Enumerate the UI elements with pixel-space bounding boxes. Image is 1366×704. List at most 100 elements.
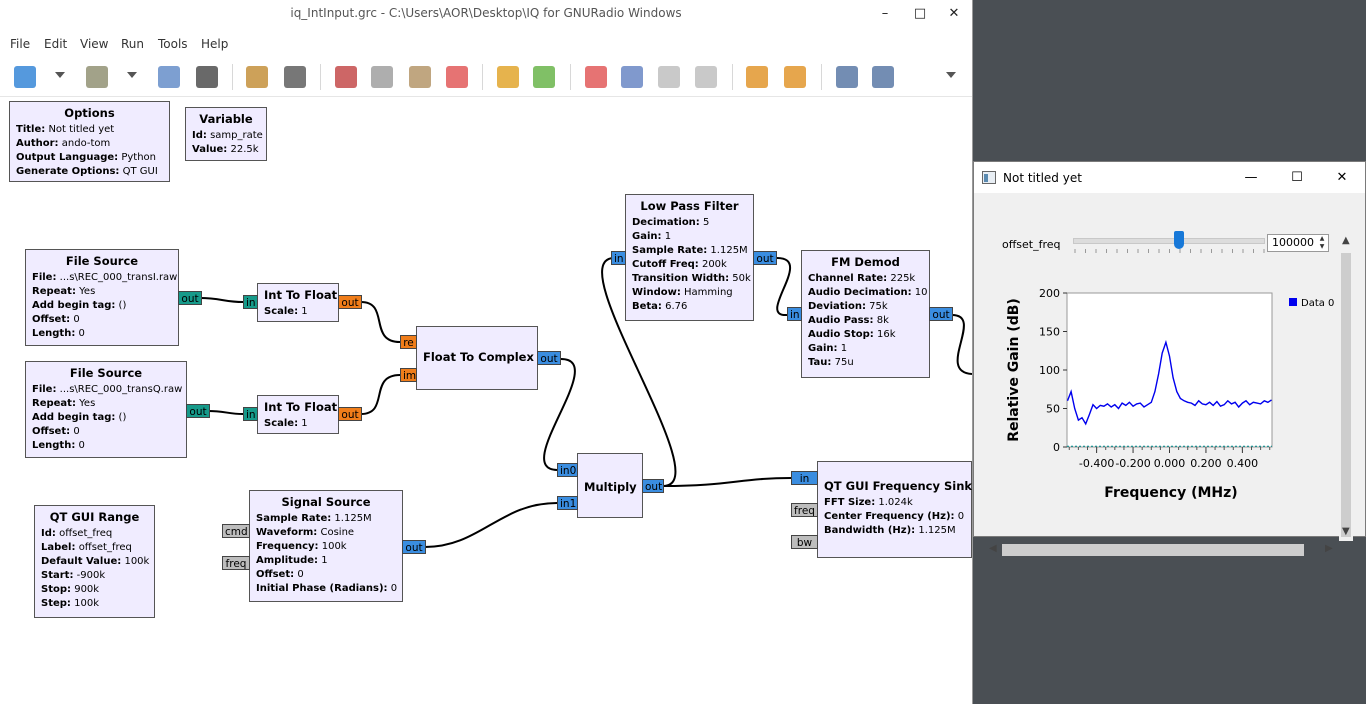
port-re[interactable]: re [400,335,417,349]
menu-view[interactable]: View [80,37,109,51]
block-param: Length: 0 [32,327,172,341]
menu-file[interactable]: File [10,37,31,51]
port-cmd[interactable]: cmd [222,524,250,538]
rotate-ccw-icon[interactable] [746,66,768,88]
port-in[interactable]: in [243,295,258,309]
port-out[interactable]: out [338,295,362,309]
block-param: Stop: 900k [41,583,148,597]
copy-icon[interactable] [371,66,393,88]
block-param: Scale: 1 [264,305,332,319]
window-title: iq_IntInput.grc - C:\Users\AOR\Desktop\I… [290,6,682,20]
port-in[interactable]: in [243,407,258,421]
param-value: 0 [957,511,965,522]
menu-help[interactable]: Help [201,37,229,51]
block-param: Add begin tag: () [32,411,180,425]
new-dropdown-icon[interactable] [55,72,65,78]
block-float-to-complex[interactable]: Float To Complex [416,326,538,390]
port-out[interactable]: out [338,407,362,421]
port-out[interactable]: out [186,404,210,418]
kill-icon[interactable] [695,66,717,88]
generate-icon[interactable] [621,66,643,88]
menu-run[interactable]: Run [121,37,145,51]
block-multiply[interactable]: Multiply [577,453,643,518]
spin-up-icon[interactable]: ▲ [1319,235,1325,242]
port-out[interactable]: out [537,351,561,365]
block-param: Id: samp_rate [192,129,263,143]
block-file-source-1[interactable]: File Source File: ...s\REC_000_transI.ra… [25,249,179,346]
scroll-up-icon[interactable]: ▲ [1342,235,1350,246]
toolbar-overflow-icon[interactable] [946,72,956,78]
legend-swatch [1289,298,1297,306]
find-block-icon[interactable] [836,66,858,88]
print-icon[interactable] [284,66,306,88]
offset-freq-spinbox[interactable]: 100000 ▲ ▼ [1267,234,1329,252]
port-in[interactable]: in [791,471,818,485]
port-in1[interactable]: in1 [557,496,578,510]
slider-ticks [1074,249,1265,253]
paste-icon[interactable] [409,66,431,88]
qt-maximize-button[interactable]: ☐ [1291,170,1303,185]
port-out[interactable]: out [929,307,953,321]
port-in[interactable]: in [611,251,626,265]
toolbar-separator [320,64,321,90]
port-out[interactable]: out [753,251,777,265]
offset-freq-slider[interactable] [1073,238,1265,244]
port-in0[interactable]: in0 [557,463,578,477]
port-freq[interactable]: freq [222,556,250,570]
new-icon[interactable] [14,66,36,88]
slider-handle[interactable] [1173,231,1184,249]
qt-minimize-button[interactable]: — [1244,170,1258,185]
scroll-right-icon[interactable]: ▶ [1325,543,1333,554]
spin-down-icon[interactable]: ▼ [1319,243,1325,250]
block-int-to-float-2[interactable]: Int To Float Scale: 1 [257,395,339,434]
legend-label: Data 0 [1301,298,1334,309]
block-file-source-2[interactable]: File Source File: ...s\REC_000_transQ.ra… [25,361,187,458]
block-int-to-float-1[interactable]: Int To Float Scale: 1 [257,283,339,322]
block-param: File: ...s\REC_000_transQ.raw [32,383,182,397]
port-out[interactable]: out [402,540,426,554]
block-param: Generate Options: QT GUI [16,165,163,179]
scroll-down-icon[interactable]: ▼ [1342,526,1350,537]
port-freq[interactable]: freq [791,503,818,517]
minimize-button[interactable]: – [881,6,889,21]
port-out[interactable]: out [178,291,202,305]
menu-tools[interactable]: Tools [158,37,188,51]
delete-icon[interactable] [446,66,468,88]
qt-close-button[interactable]: ✕ [1336,170,1348,185]
close-icon[interactable] [196,66,218,88]
cut-icon[interactable] [335,66,357,88]
vertical-scrollbar-thumb[interactable] [1341,253,1351,537]
rotate-cw-icon[interactable] [784,66,806,88]
scroll-left-icon[interactable]: ◀ [989,543,997,554]
port-bw[interactable]: bw [791,535,818,549]
zoom-icon[interactable] [872,66,894,88]
slider-label: offset_freq [1002,238,1061,251]
port-out[interactable]: out [642,479,664,493]
param-key: Length: [32,328,76,339]
execute-icon[interactable] [658,66,680,88]
errors-icon[interactable] [585,66,607,88]
port-in[interactable]: in [787,307,802,321]
series-data-0 [1066,339,1272,426]
horizontal-scrollbar-thumb[interactable] [1002,544,1304,556]
maximize-button[interactable]: □ [913,6,927,21]
param-key: Cutoff Freq: [632,259,699,270]
redo-icon[interactable] [533,66,555,88]
properties-icon[interactable] [246,66,268,88]
port-im[interactable]: im [400,368,417,382]
menu-edit[interactable]: Edit [44,37,68,51]
open-icon[interactable] [86,66,108,88]
close-button[interactable]: ✕ [948,6,960,21]
block-title: Multiply [584,480,637,494]
undo-icon[interactable] [497,66,519,88]
save-icon[interactable] [158,66,180,88]
open-dropdown-icon[interactable] [127,72,137,78]
